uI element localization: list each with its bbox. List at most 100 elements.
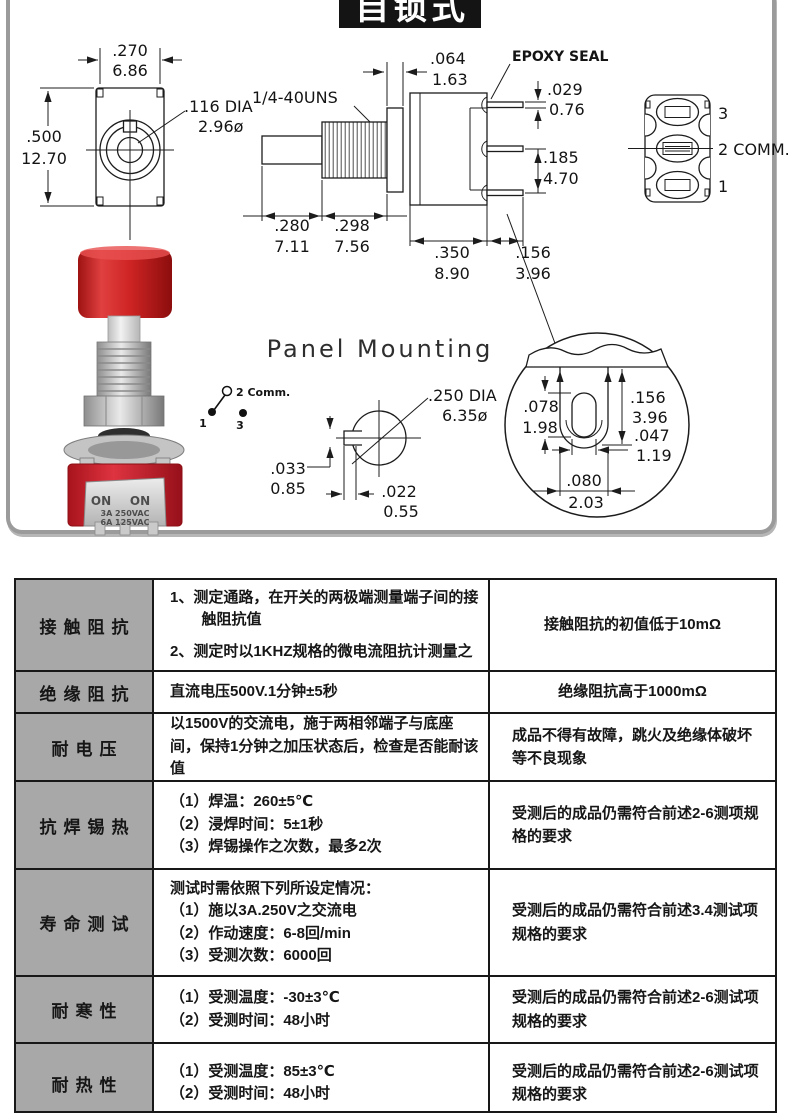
method-line: （3）焊锡操作之次数，最多2次 xyxy=(170,838,382,856)
dim-height-mm: 12.70 xyxy=(21,149,67,168)
red-cap xyxy=(78,250,172,318)
method-line: （2）受测时间：48小时 xyxy=(170,1011,331,1029)
dim-slot-h-in: .078 xyxy=(523,397,559,416)
dim-pinlen-in: .156 xyxy=(515,243,551,262)
epoxy-seal-label: EPOXY SEAL xyxy=(512,49,609,65)
row-requirement: 接触阻抗的初值低于10mΩ xyxy=(543,616,722,634)
panel-mounting: Panel Mounting .250 DIA 6.35ø .033 0.85 … xyxy=(267,335,497,521)
dim-pitch-mm: 4.70 xyxy=(543,169,579,188)
terminal-1-label: 1 xyxy=(718,177,728,196)
row-label: 耐电压 xyxy=(16,714,154,780)
row-method: （1）受测温度：85±3℃ （2）受测时间：48小时 xyxy=(154,1044,490,1111)
dim-det-len-in: .156 xyxy=(630,388,666,407)
dim-pitch-in: .185 xyxy=(543,148,579,167)
table-row-contact-resistance: 接触阻抗 1、测定通路，在开关的两极端测量端子间的接触阻抗值 2、测定时以1KH… xyxy=(16,580,775,670)
row-method: 1、测定通路，在开关的两极端测量端子间的接触阻抗值 2、测定时以1KHZ规格的微… xyxy=(154,580,490,670)
schematic-1-label: 1 xyxy=(199,417,207,430)
dim-panel-hole-mm: 6.35ø xyxy=(442,406,488,425)
dim-hole-dia: .116 DIA xyxy=(184,97,253,116)
bottom-view: 3 2 COMM. 1 xyxy=(628,94,790,203)
dim-width-mm: 6.86 xyxy=(112,61,148,80)
method-line: （3）受测次数：6000回 xyxy=(170,947,332,964)
row-label: 耐热性 xyxy=(16,1044,154,1111)
terminal-detail: .078 1.98 .156 3.96 .047 1.19 .080 2.03 xyxy=(504,332,690,518)
row-label: 抗焊锡热 xyxy=(16,782,154,868)
product-photo: ON ON 3A 250VAC 6A 125VAC xyxy=(63,246,185,536)
method-line: 1、测定通路，在开关的两极端测量端子间的接触阻抗值 xyxy=(170,588,479,629)
panel-mounting-title: Panel Mounting xyxy=(267,335,494,363)
plunger xyxy=(107,315,141,347)
dim-pin-th-in: .029 xyxy=(547,80,583,99)
row-method: （1）受测温度：-30±3℃ （2）受测时间：48小时 xyxy=(154,977,490,1042)
row-requirement: 绝缘阻抗高于1000mΩ xyxy=(558,683,707,701)
row-requirement: 受测后的成品仍需符合前述2-6测项规格的要求 xyxy=(512,804,759,845)
terminal-3-label: 3 xyxy=(718,104,728,123)
row-label: 耐寒性 xyxy=(16,977,154,1042)
marking-rating-2: 6A 125VAC xyxy=(101,518,150,527)
dim-pinlen-mm: 3.96 xyxy=(515,264,551,283)
dim-hole-mm: 2.96ø xyxy=(198,117,244,136)
top-view: .270 6.86 .500 12.70 .116 DIA 2.96ø xyxy=(21,41,253,240)
method-line: （2）作动速度：6-8回/min xyxy=(170,924,351,942)
dim-height-in: .500 xyxy=(26,127,62,146)
row-method: 测试时需依照下列所设定情况： （1）施以3A.250V之交流电 （2）作动速度：… xyxy=(154,870,490,975)
method-line: （1）受测温度：85±3℃ xyxy=(170,1062,335,1080)
table-row-withstand-voltage: 耐电压 以1500V的交流电，施于两相邻端子与底座间，保持1分钟之加压状态后，检… xyxy=(16,712,775,780)
row-requirement: 受测后的成品仍需符合前述2-6测试项规格的要求 xyxy=(512,989,759,1030)
dim-shaft-in: .280 xyxy=(274,216,310,235)
row-label: 寿命测试 xyxy=(16,870,154,975)
dim-slot-w-in: .047 xyxy=(634,426,670,445)
row-method: 直流电压500V.1分钟±5秒 xyxy=(154,672,490,712)
method-line: 2、测定时以1KHZ规格的微电流阻抗计测量之 xyxy=(170,642,473,660)
marking-rating-1: 3A 250VAC xyxy=(101,509,150,518)
table-row-insulation-resistance: 绝缘阻抗 直流电压500V.1分钟±5秒 绝缘阻抗高于1000mΩ xyxy=(16,670,775,712)
dim-thread-in: .298 xyxy=(334,216,370,235)
dim-thread-mm: 7.56 xyxy=(334,237,370,256)
circuit-schematic: 2 Comm. 1 3 xyxy=(199,385,290,432)
dim-width-in: .270 xyxy=(112,41,148,60)
schematic-3-label: 3 xyxy=(236,419,244,432)
method-line: （2）受测时间：48小时 xyxy=(170,1085,331,1102)
dim-slot-h-mm: 1.98 xyxy=(522,418,558,437)
thread-label: 1/4-40UNS xyxy=(252,88,338,107)
technical-drawing: .270 6.86 .500 12.70 .116 DIA 2.96ø xyxy=(21,41,790,536)
method-line: （1）焊温：260±5℃ xyxy=(170,793,314,811)
dim-det-len-mm: 3.96 xyxy=(632,408,668,427)
dim-key-w-in: .022 xyxy=(381,482,417,501)
body-plate xyxy=(83,477,167,527)
method-line: （1）施以3A.250V之交流电 xyxy=(170,902,357,919)
dim-det-width-mm: 2.03 xyxy=(568,493,604,512)
dim-key-w-mm: 0.55 xyxy=(383,502,419,521)
dim-key-h-in: .033 xyxy=(270,459,306,478)
dim-body-in: .350 xyxy=(434,243,470,262)
table-row-life-test: 寿命测试 测试时需依照下列所设定情况： （1）施以3A.250V之交流电 （2）… xyxy=(16,868,775,975)
schematic-comm-label: 2 Comm. xyxy=(236,386,290,399)
method-line: （2）浸焊时间：5±1秒 xyxy=(170,815,324,833)
dim-flange-in: .064 xyxy=(430,49,466,68)
dim-panel-hole-dia: .250 DIA xyxy=(428,386,497,405)
dim-shaft-mm: 7.11 xyxy=(274,237,310,256)
dim-slot-w-mm: 1.19 xyxy=(636,446,672,465)
table-row-heat-resistance: 耐热性 （1）受测温度：85±3℃ （2）受测时间：48小时 受测后的成品仍需符… xyxy=(16,1042,775,1111)
table-row-soldering-heat: 抗焊锡热 （1）焊温：260±5℃ （2）浸焊时间：5±1秒 （3）焊锡操作之次… xyxy=(16,780,775,868)
row-label: 接触阻抗 xyxy=(16,580,154,670)
marking-on-left: ON xyxy=(91,494,111,508)
method-line: 以1500V的交流电，施于两相邻端子与底座间，保持1分钟之加压状态后，检查是否能… xyxy=(170,715,479,778)
row-method: 以1500V的交流电，施于两相邻端子与底座间，保持1分钟之加压状态后，检查是否能… xyxy=(154,714,490,780)
row-label: 绝缘阻抗 xyxy=(16,672,154,712)
title-banner: 自锁式 xyxy=(339,0,481,28)
dim-key-h-mm: 0.85 xyxy=(270,479,306,498)
method-line: 直流电压500V.1分钟±5秒 xyxy=(170,682,338,700)
dim-body-mm: 8.90 xyxy=(434,264,470,283)
row-requirement: 成品不得有故障，跳火及绝缘体破坏等不良现象 xyxy=(512,726,753,767)
row-method: （1）焊温：260±5℃ （2）浸焊时间：5±1秒 （3）焊锡操作之次数，最多2… xyxy=(154,782,490,868)
method-line: 测试时需依照下列所设定情况： xyxy=(170,879,381,897)
row-requirement: 受测后的成品仍需符合前述2-6测试项规格的要求 xyxy=(512,1062,759,1103)
dim-det-width-in: .080 xyxy=(566,471,602,490)
method-line: （1）受测温度：-30±3℃ xyxy=(170,989,340,1006)
terminal-2-label: 2 COMM. xyxy=(718,140,790,159)
row-requirement: 受测后的成品仍需符合前述3.4测试项规格的要求 xyxy=(512,902,758,943)
table-row-cold-resistance: 耐寒性 （1）受测温度：-30±3℃ （2）受测时间：48小时 受测后的成品仍需… xyxy=(16,975,775,1042)
marking-on-right: ON xyxy=(130,494,150,508)
hex-nut xyxy=(83,395,165,427)
